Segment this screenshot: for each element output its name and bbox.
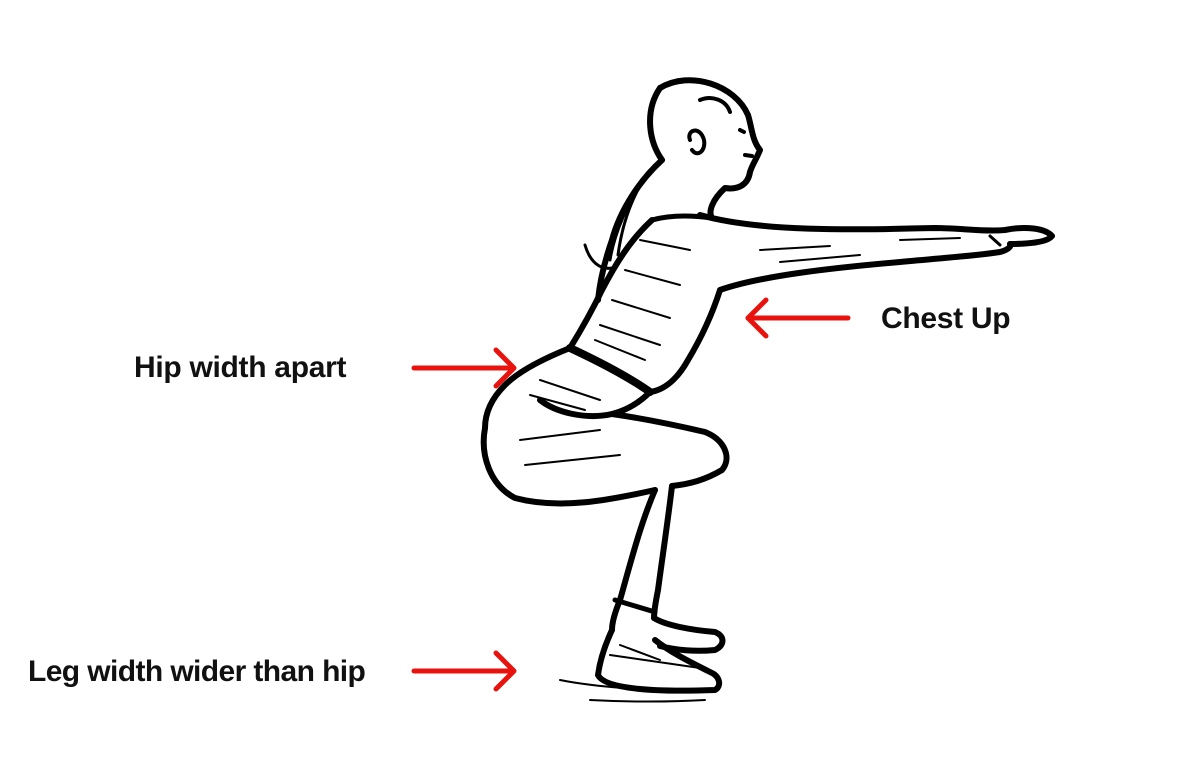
shin [609,483,675,633]
arrow-leg [411,650,517,692]
arrow-hip [411,347,517,389]
torso [566,213,723,396]
label-leg-width: Leg width wider than hip [28,655,366,688]
thigh [480,411,730,507]
head [647,77,763,221]
extended-arm [697,212,1055,293]
label-chest-up: Chest Up [881,302,1011,335]
shoes [559,615,726,703]
arrow-chest [745,297,851,339]
ponytail [583,157,665,303]
label-hip-width-apart: Hip width apart [134,351,347,384]
